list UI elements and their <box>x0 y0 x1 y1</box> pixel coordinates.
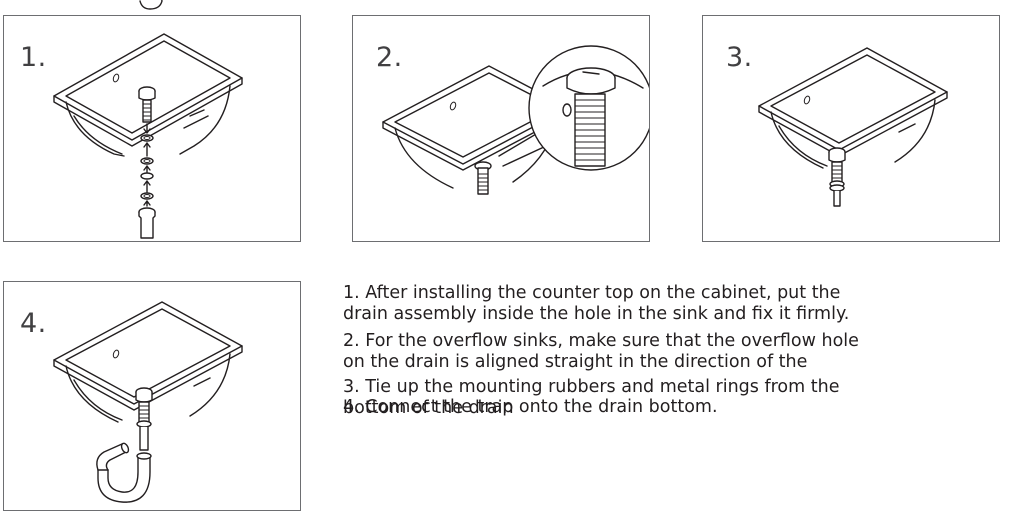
step-2-illustration-panel: 2. <box>352 15 650 242</box>
instruction-step-2: 2. For the overflow sinks, make sure tha… <box>343 331 859 372</box>
instruction-step-4: 4. Connect the trap onto the drain botto… <box>343 397 718 417</box>
sink-trap-connection-illustration <box>53 301 243 503</box>
step-1-illustration-panel: 1. <box>3 15 301 242</box>
step-4-illustration-panel: 4. <box>3 281 301 511</box>
cropped-heading-fragment <box>0 0 220 10</box>
step-1-number: 1. <box>20 42 47 73</box>
instruction-step-3: 3. Tie up the mounting rubbers and metal… <box>343 377 840 418</box>
sink-overflow-detail-illustration <box>382 45 649 195</box>
step-3-number: 3. <box>726 42 753 73</box>
step-4-number: 4. <box>20 308 47 339</box>
step-3-illustration-panel: 3. <box>702 15 1000 242</box>
instruction-step-1: 1. After installing the counter top on t… <box>343 283 850 324</box>
sink-exploded-drain-illustration <box>53 33 243 239</box>
sink-drain-installed-illustration <box>758 47 948 207</box>
step-2-number: 2. <box>376 42 403 73</box>
